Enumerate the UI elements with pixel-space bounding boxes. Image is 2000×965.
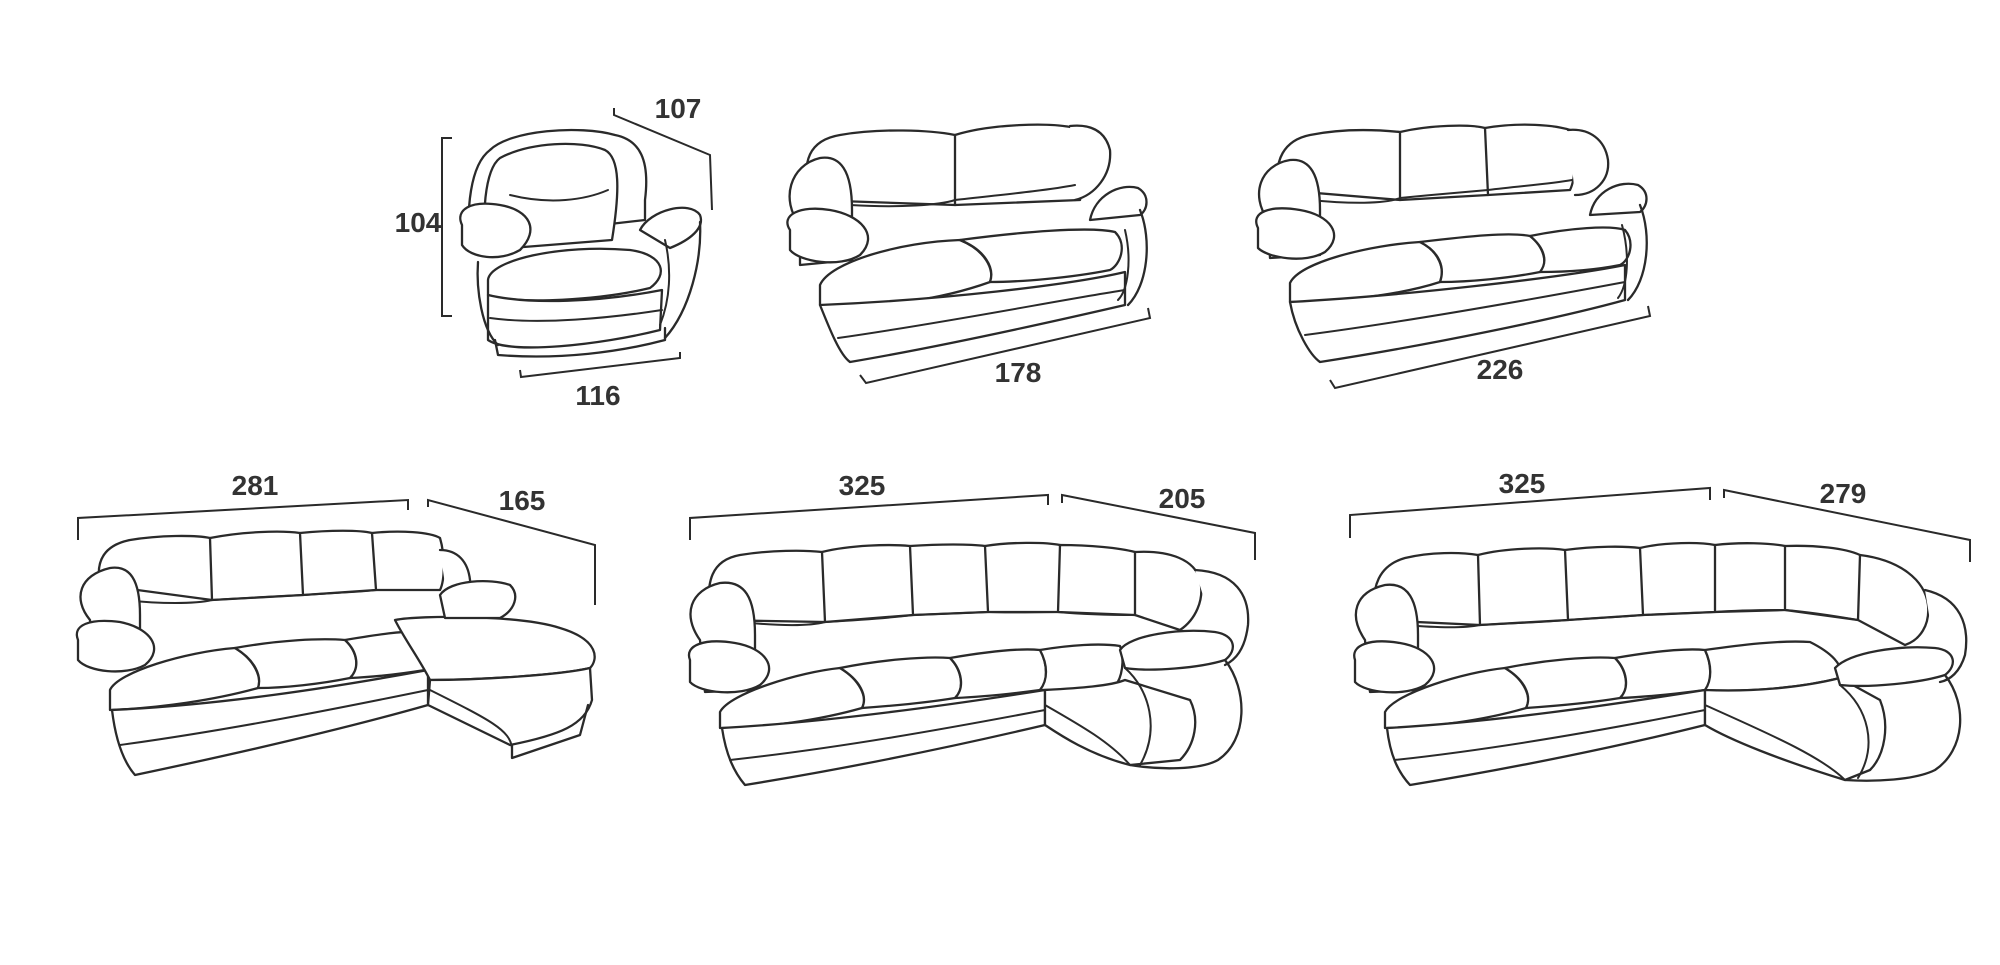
sofa-2-seat-drawing: 178 [786,123,1152,388]
sofa-2-seat-width-label: 178 [995,357,1042,388]
armchair-width-dimension-line [519,352,681,379]
corner-sofa-279-length-label: 325 [1499,468,1546,499]
sofa-3-seat-width-label: 226 [1477,354,1524,385]
armchair-depth-label: 107 [655,93,702,124]
armchair-width-label: 116 [575,380,620,411]
armchair-drawing: 104 107 116 [395,93,713,411]
corner-sofa-279-length-dimension-line [1349,486,1711,538]
corner-sofa-279-side-dimension-line [1723,488,1971,562]
armchair-height-label: 104 [395,207,442,238]
corner-sofa-205-side-label: 205 [1159,483,1206,514]
corner-sofa-chaise-length-dimension-line [77,498,409,540]
sofa-3-seat-width-dimension-line [1329,305,1652,390]
sofa-2-seat-width-dimension-line [859,307,1152,385]
sofa-3-seat-drawing: 226 [1255,123,1652,390]
armchair-depth-dimension-line [613,108,713,211]
corner-sofa-205-drawing: 325 205 [687,470,1256,787]
corner-sofa-205-side-dimension-line [1061,493,1256,560]
corner-sofa-chaise-drawing: 281 165 [75,470,596,777]
corner-sofa-205-length-label: 325 [839,470,886,501]
armchair-height-dimension-line [441,137,452,317]
corner-sofa-chaise-side-label: 165 [499,485,546,516]
corner-sofa-279-side-label: 279 [1820,478,1867,509]
corner-sofa-205-length-dimension-line [689,493,1049,540]
corner-sofa-279-drawing: 325 279 [1349,468,1971,787]
corner-sofa-chaise-length-label: 281 [232,470,279,501]
corner-sofa-chaise-side-dimension-line [427,498,596,605]
